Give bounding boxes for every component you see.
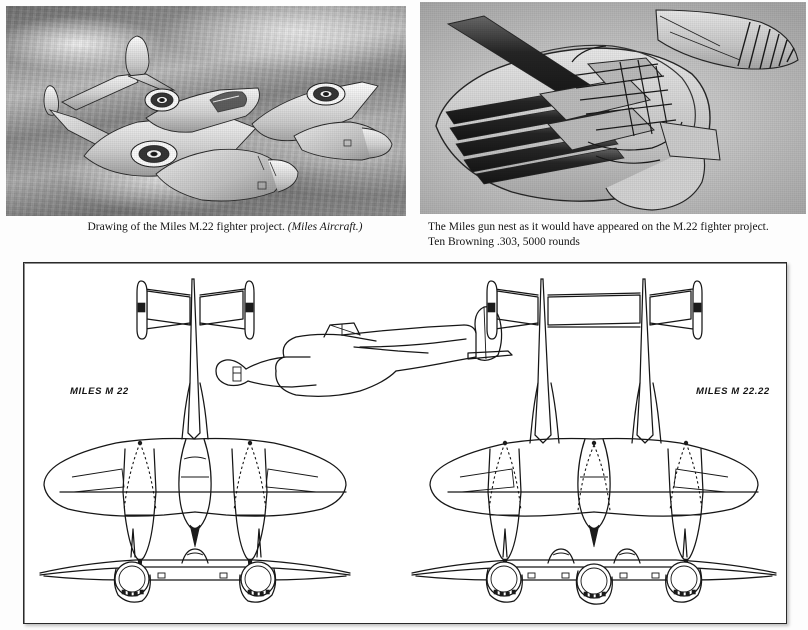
aircraft-artwork: [43, 35, 393, 202]
left-plan-view: MILES M 22: [43, 278, 347, 582]
caption-right-photo: The Miles gun nest as it would have appe…: [428, 220, 803, 250]
caption-left-source: (Miles Aircraft.): [287, 221, 363, 233]
caption-left-photo: Drawing of the Miles M.22 fighter projec…: [55, 220, 395, 235]
photo-miles-m22-artist-impression: [6, 6, 406, 216]
caption-right-line2: Ten Browning .303, 5000 rounds: [428, 236, 580, 248]
photo-grain: [420, 2, 806, 214]
label-right-variant: MILES M 22.22: [696, 386, 770, 397]
right-plan-view: MILES M 22.22: [429, 278, 770, 582]
left-front-elevation: [39, 528, 351, 603]
raf-roundel: [130, 140, 178, 168]
photo-grain: [6, 6, 406, 216]
perspective-side-view: [215, 306, 513, 397]
label-left-variant: MILES M 22: [70, 386, 129, 397]
caption-left-main: Drawing of the Miles M.22 fighter projec…: [87, 221, 288, 233]
photo-miles-m22-gun-nest-cutaway: [420, 2, 806, 214]
gun-nest-cutaway-artwork: [435, 9, 799, 211]
raf-roundel: [306, 82, 346, 106]
three-view-general-arrangement-drawing: MILES M 22: [23, 262, 787, 624]
raf-roundel: [144, 88, 180, 112]
caption-right-line1: The Miles gun nest as it would have appe…: [428, 221, 769, 233]
right-front-elevation: [411, 528, 777, 605]
